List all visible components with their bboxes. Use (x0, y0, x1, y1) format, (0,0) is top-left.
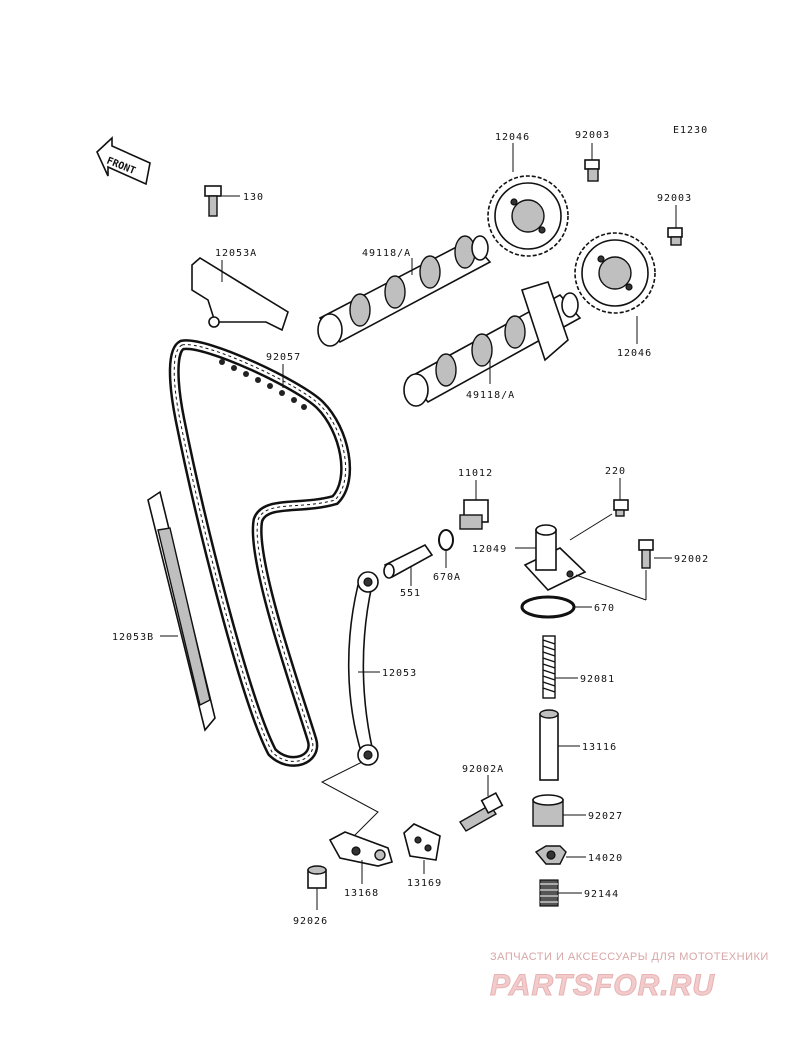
bolt-130 (204, 185, 222, 217)
label-92003-right: 92003 (657, 193, 692, 204)
label-92002: 92002 (674, 554, 709, 565)
label-13168: 13168 (344, 888, 379, 899)
nut-14020 (534, 845, 567, 865)
label-92144: 92144 (584, 889, 619, 900)
spring-92144 (539, 879, 559, 907)
bolt-92002 (638, 539, 654, 569)
chain-guide-12053b (147, 490, 216, 732)
o-ring-670a (438, 529, 454, 551)
pin-551 (383, 543, 434, 579)
bolt-92003-top (584, 159, 600, 182)
label-92057: 92057 (266, 352, 301, 363)
collar-92027 (532, 794, 564, 827)
label-12053: 12053 (382, 668, 417, 679)
label-14020: 14020 (588, 853, 623, 864)
label-49118a-bottom: 49118/A (466, 390, 515, 401)
cam-chain-92057 (168, 339, 352, 767)
label-12053a: 12053A (215, 248, 257, 259)
cap-11012 (459, 499, 489, 530)
tensioner-guide-12053 (347, 571, 379, 766)
label-12046-right: 12046 (617, 348, 652, 359)
label-670: 670 (594, 603, 615, 614)
watermark-tagline: ЗАПЧАСТИ И АКСЕССУАРЫ ДЛЯ МОТОТЕХНИКИ (490, 951, 769, 963)
bracket-13168 (328, 831, 393, 867)
camshaft-lower (403, 281, 582, 407)
label-670a: 670A (433, 572, 461, 583)
cam-sprocket-upper (487, 175, 569, 257)
bolt-92002a (459, 791, 504, 832)
label-13169: 13169 (407, 878, 442, 889)
watermark-brand: PARTSFOR.RU (490, 969, 715, 1002)
label-12049: 12049 (472, 544, 507, 555)
o-ring-670 (520, 595, 576, 619)
spring-92081 (542, 635, 556, 699)
label-551: 551 (400, 588, 421, 599)
label-49118a-top: 49118/A (362, 248, 411, 259)
cam-sprocket-lower (574, 232, 656, 314)
front-arrow-icon: FRONT (96, 136, 151, 186)
label-11012: 11012 (458, 468, 493, 479)
chain-guide-12053a (191, 257, 289, 332)
diagram-code: E1230 (673, 125, 708, 136)
label-130: 130 (243, 192, 264, 203)
camshaft-upper (317, 235, 492, 347)
bolt-92003-right (667, 227, 683, 246)
label-13116: 13116 (582, 742, 617, 753)
tensioner-body-12049 (523, 524, 587, 591)
bolt-220 (613, 499, 629, 517)
sleeve-92026 (307, 865, 327, 889)
label-92002a: 92002A (462, 764, 504, 775)
label-92026: 92026 (293, 916, 328, 927)
label-92081: 92081 (580, 674, 615, 685)
label-92027: 92027 (588, 811, 623, 822)
label-92003-top: 92003 (575, 130, 610, 141)
label-220: 220 (605, 466, 626, 477)
plate-13169 (403, 823, 441, 861)
label-12053b: 12053B (112, 632, 154, 643)
label-12046-top: 12046 (495, 132, 530, 143)
rod-13116 (539, 709, 559, 781)
